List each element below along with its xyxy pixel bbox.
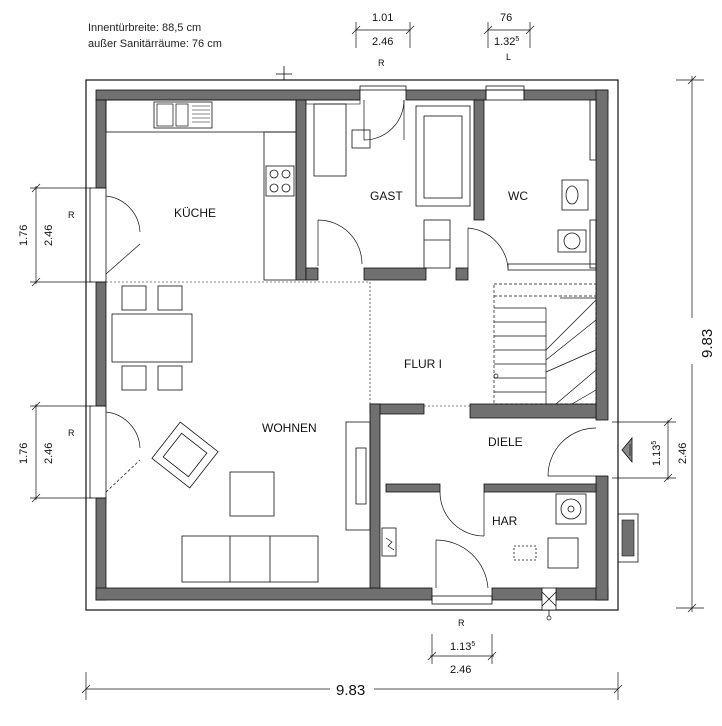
dim-left-window-1-outer: 1.76 (18, 225, 30, 246)
room-label-wc: WC (508, 189, 528, 203)
doors (105, 99, 597, 589)
zone-lines (106, 281, 470, 407)
dim-left-window-1-inner: 2.46 (43, 225, 55, 246)
wc-fixtures (557, 179, 589, 253)
dim-top-window-1-upper: 1.01 (372, 12, 393, 24)
dim-overall-height-label: 9.83 (699, 329, 716, 358)
interior-walls (295, 99, 597, 589)
room-label-diele: DIELE (488, 435, 523, 449)
dim-top-window-2 (483, 22, 535, 48)
mark-r-bottom: R (458, 618, 465, 628)
dim-bottom-window-upper: 1.135 (450, 641, 475, 653)
kitchen-counter (105, 99, 297, 281)
room-label-har: HAR (492, 514, 518, 528)
dim-right-window-left: 1.135 (651, 441, 663, 466)
dim-right-window-right: 2.46 (677, 443, 689, 464)
outer-walls (85, 79, 619, 611)
dim-left-window-2-inner: 2.46 (43, 443, 55, 464)
mark-l-top: L (506, 52, 511, 62)
exterior-box (617, 513, 639, 563)
entrance-arrow (621, 436, 633, 464)
dim-overall-width-label: 9.83 (336, 682, 365, 699)
door-width-note: Innentürbreite: 88,5 cm (88, 22, 202, 34)
sink (153, 101, 213, 129)
dim-bottom-window-lower: 2.46 (450, 664, 471, 676)
mark-r-left-2: R (68, 428, 75, 438)
top-marker (276, 66, 292, 80)
bottom-vent (541, 587, 557, 621)
dim-top-window-2-upper: 76 (500, 12, 512, 24)
dim-overall-width (81, 672, 623, 700)
utility-fixtures (381, 493, 587, 569)
room-label-flur: FLUR I (404, 357, 442, 371)
room-label-kueche: KÜCHE (174, 206, 216, 220)
mark-r-top: R (378, 58, 385, 68)
dim-top-window-1-lower: 2.46 (372, 36, 393, 48)
living-furniture (151, 421, 371, 583)
stairs (493, 283, 597, 405)
cooktop (265, 165, 295, 197)
dim-right-window (612, 417, 676, 483)
dim-left-window-1 (30, 183, 92, 287)
dim-left-window-2 (30, 401, 92, 503)
dim-top-window-2-lower: 1.325 (494, 36, 519, 48)
sanitary-note: außer Sanitärräume: 76 cm (88, 38, 222, 50)
mark-r-left-1: R (68, 210, 75, 220)
room-label-gast: GAST (370, 189, 403, 203)
guest-furniture (313, 103, 471, 269)
dim-top-window-1 (351, 22, 415, 48)
dim-left-window-2-outer: 1.76 (18, 443, 30, 464)
dim-bottom-window (427, 634, 497, 664)
dim-overall-height (676, 75, 704, 613)
dining-set (111, 285, 193, 391)
room-label-wohnen: WOHNEN (262, 421, 317, 435)
